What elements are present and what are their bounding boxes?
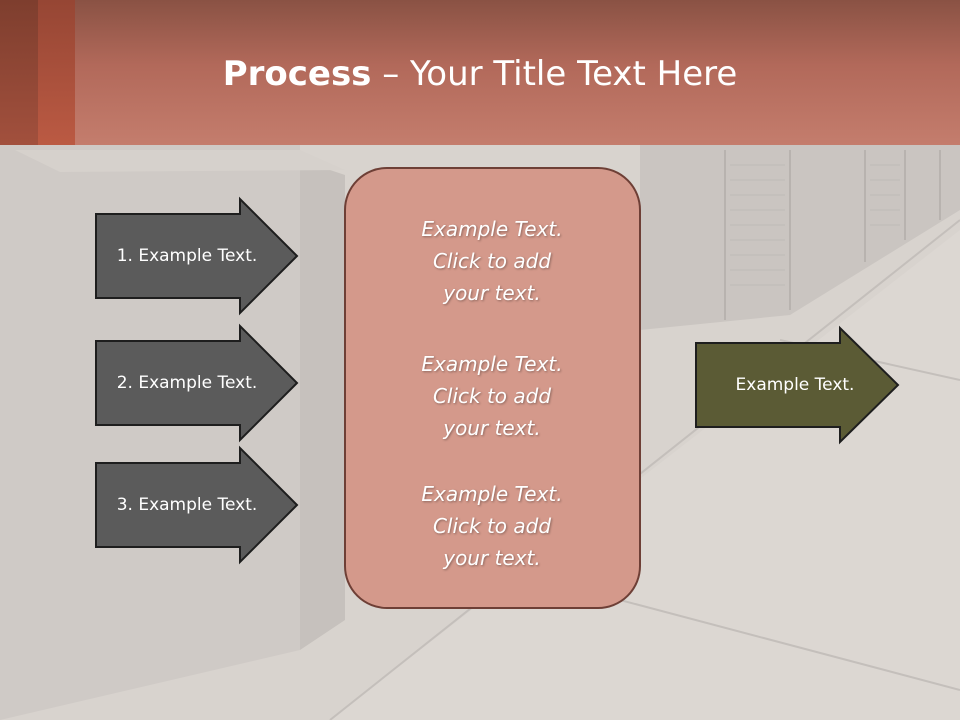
- header-accent-stripe: [38, 0, 75, 145]
- center-text-line: Example Text.: [421, 482, 563, 506]
- center-text-line: your text.: [443, 281, 541, 305]
- right-arrow[interactable]: [695, 325, 900, 445]
- center-text-block-2: Example Text. Click to add your text.: [345, 348, 639, 444]
- slide-title[interactable]: Process – Your Title Text Here: [0, 52, 960, 96]
- header-band: [0, 0, 960, 145]
- left-arrow-3[interactable]: [95, 445, 299, 565]
- title-bold: Process: [222, 54, 372, 94]
- center-text-line: Example Text.: [421, 352, 563, 376]
- center-text-line: your text.: [443, 416, 541, 440]
- left-arrow-1[interactable]: [95, 196, 299, 316]
- left-arrow-3-label: 3. Example Text.: [116, 495, 258, 515]
- title-rest: – Your Title Text Here: [371, 54, 738, 94]
- right-arrow-label: Example Text.: [735, 375, 855, 395]
- left-arrow-2-label: 2. Example Text.: [116, 373, 258, 393]
- left-arrow-2[interactable]: [95, 323, 299, 443]
- center-text-line: Click to add: [432, 384, 552, 408]
- header-accent: [0, 0, 75, 145]
- center-text-line: Example Text.: [421, 217, 563, 241]
- center-box[interactable]: [344, 167, 641, 609]
- left-arrow-1-label: 1. Example Text.: [116, 246, 258, 266]
- center-text-line: Click to add: [432, 249, 552, 273]
- center-text-block-1: Example Text. Click to add your text.: [345, 213, 639, 309]
- center-text-line: your text.: [443, 546, 541, 570]
- center-text-block-3: Example Text. Click to add your text.: [345, 478, 639, 574]
- center-text-line: Click to add: [432, 514, 552, 538]
